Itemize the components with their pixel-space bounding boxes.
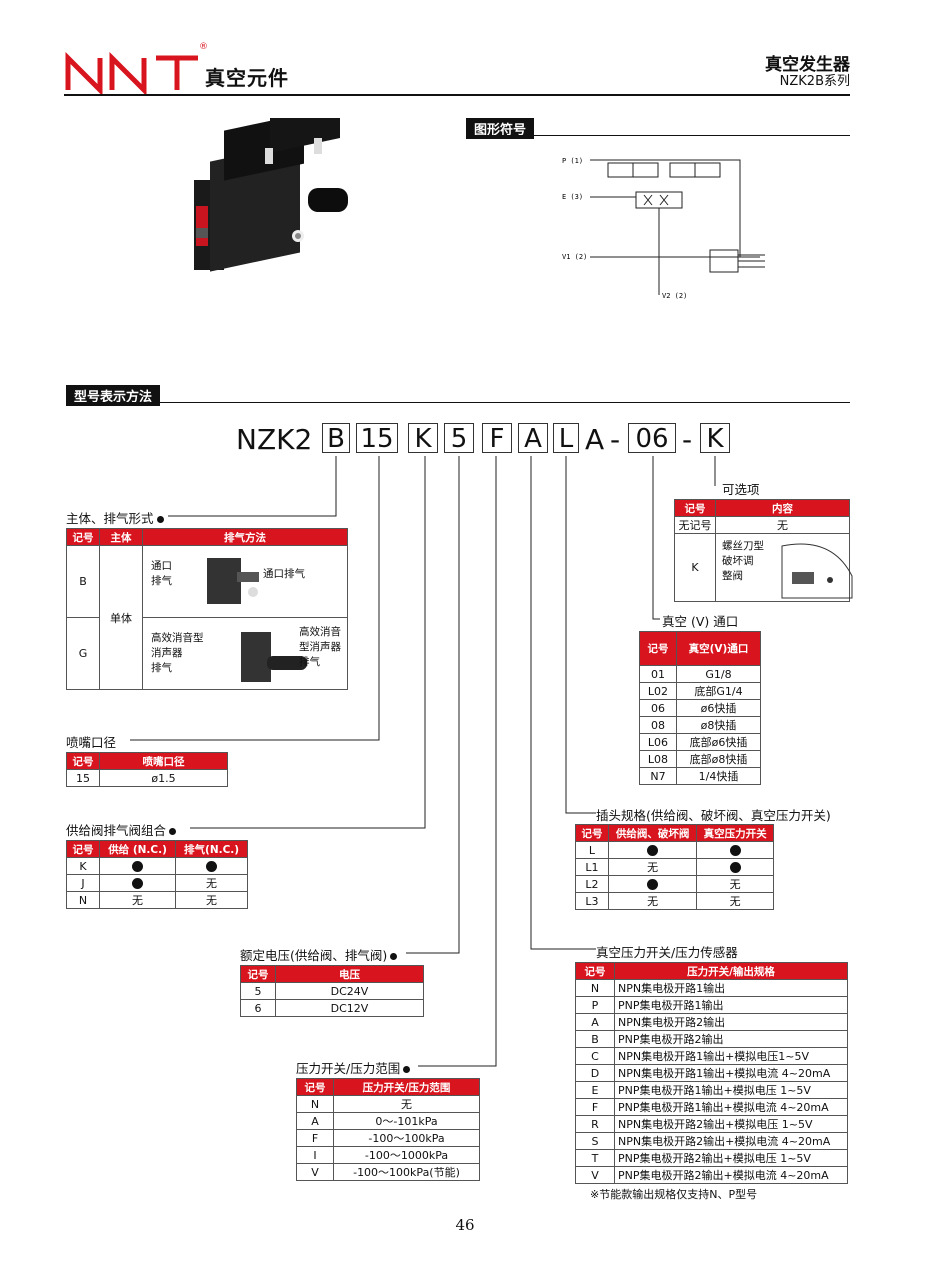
- page-number: 46: [455, 1216, 475, 1234]
- valve-combo-label: 供给阀排气阀组合: [66, 820, 177, 839]
- body-b-callout: 通口排气: [263, 568, 305, 580]
- category-title: 真空元件: [205, 66, 289, 90]
- vacuum-port-label: 真空 (V) 通口: [662, 614, 739, 629]
- filled-dot-icon: [206, 861, 218, 872]
- option-k-desc: 螺丝刀型 破坏调 整阀: [722, 540, 764, 582]
- model-code: NZK2 B 15 K 5 F A L A - 06 - K: [0, 420, 930, 460]
- nnt-logo: [65, 51, 198, 94]
- options-table: 记号内容 无记号无 K 螺丝刀型 破坏调 整阀: [674, 499, 853, 602]
- body-table: 记号主体排气方法 B 单体 通口 排气 通口排气 G 高效消音型 消声器 排气 …: [66, 528, 348, 690]
- filled-dot-icon: [132, 861, 144, 872]
- model-box-5: 5: [444, 423, 474, 454]
- model-box-f: F: [482, 423, 512, 454]
- model-box-b: B: [322, 423, 350, 454]
- body-g-callout: 高效消音 型消声器 排气: [299, 626, 341, 668]
- model-a: A: [585, 423, 605, 456]
- section-model-rule: [66, 402, 850, 403]
- model-box-k: K: [408, 423, 438, 454]
- header-rule: [64, 94, 850, 96]
- body-b-method: 通口 排气: [151, 560, 172, 587]
- voltage-label: 额定电压(供给阀、排气阀): [240, 945, 398, 964]
- silencer-exhaust-image: [241, 632, 307, 682]
- connector-label: 插头规格(供给阀、破坏阀、真空压力开关): [596, 808, 831, 823]
- model-box-l: L: [553, 423, 579, 454]
- section-symbol-rule: [466, 135, 850, 136]
- options-label: 可选项: [722, 482, 760, 497]
- needle-valve-image: [781, 543, 853, 599]
- filled-dot-icon: [132, 878, 144, 889]
- sensor-note: ※节能款输出规格仅支持N、P型号: [590, 1188, 758, 1201]
- filled-dot-icon: [729, 845, 741, 856]
- body-label: 主体、排气形式: [66, 508, 164, 527]
- model-box-06: 06: [628, 423, 676, 454]
- section-symbol-tag: 图形符号: [466, 118, 535, 139]
- model-dash-1: -: [610, 423, 621, 456]
- model-box-a: A: [518, 423, 548, 454]
- section-model-tag: 型号表示方法: [66, 385, 161, 406]
- port-exhaust-image: [207, 558, 259, 604]
- product-photo: [194, 118, 348, 272]
- port-e-label: E (3): [562, 193, 583, 201]
- pressure-range-label: 压力开关/压力范围: [296, 1058, 411, 1077]
- nozzle-label: 喷嘴口径: [66, 735, 117, 750]
- port-p-label: P (1): [562, 157, 583, 165]
- filled-dot-icon: [647, 879, 659, 890]
- filled-dot-icon: [647, 845, 659, 856]
- body-g-method: 高效消音型 消声器 排气: [151, 632, 204, 674]
- model-dash-2: -: [682, 423, 693, 456]
- model-box-k2: K: [700, 423, 730, 454]
- port-v1-label: V1 (2): [562, 253, 587, 261]
- registered-mark: ®: [199, 42, 208, 52]
- sensor-label: 真空压力开关/压力传感器: [596, 945, 738, 960]
- filled-dot-icon: [729, 862, 741, 873]
- product-title: 真空发生器: [765, 55, 850, 75]
- model-prefix: NZK2: [236, 423, 313, 456]
- pneumatic-symbol-diagram: P (1) E (3) V1 (2) V2 (2): [562, 157, 765, 300]
- model-box-15: 15: [356, 423, 398, 454]
- series-name: NZK2B系列: [779, 74, 850, 89]
- port-v2-label: V2 (2): [662, 292, 687, 300]
